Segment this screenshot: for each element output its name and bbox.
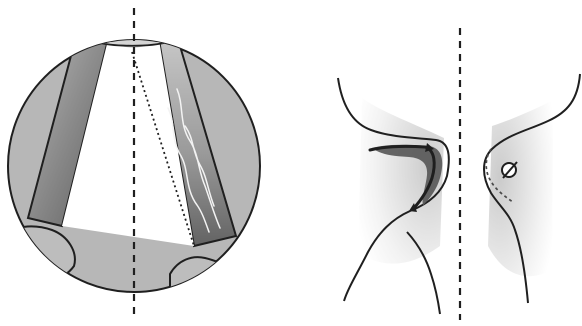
top-cap xyxy=(96,36,168,46)
right-panel xyxy=(338,28,580,320)
bottom-right-lobe xyxy=(170,257,262,300)
left-panel xyxy=(8,8,262,320)
